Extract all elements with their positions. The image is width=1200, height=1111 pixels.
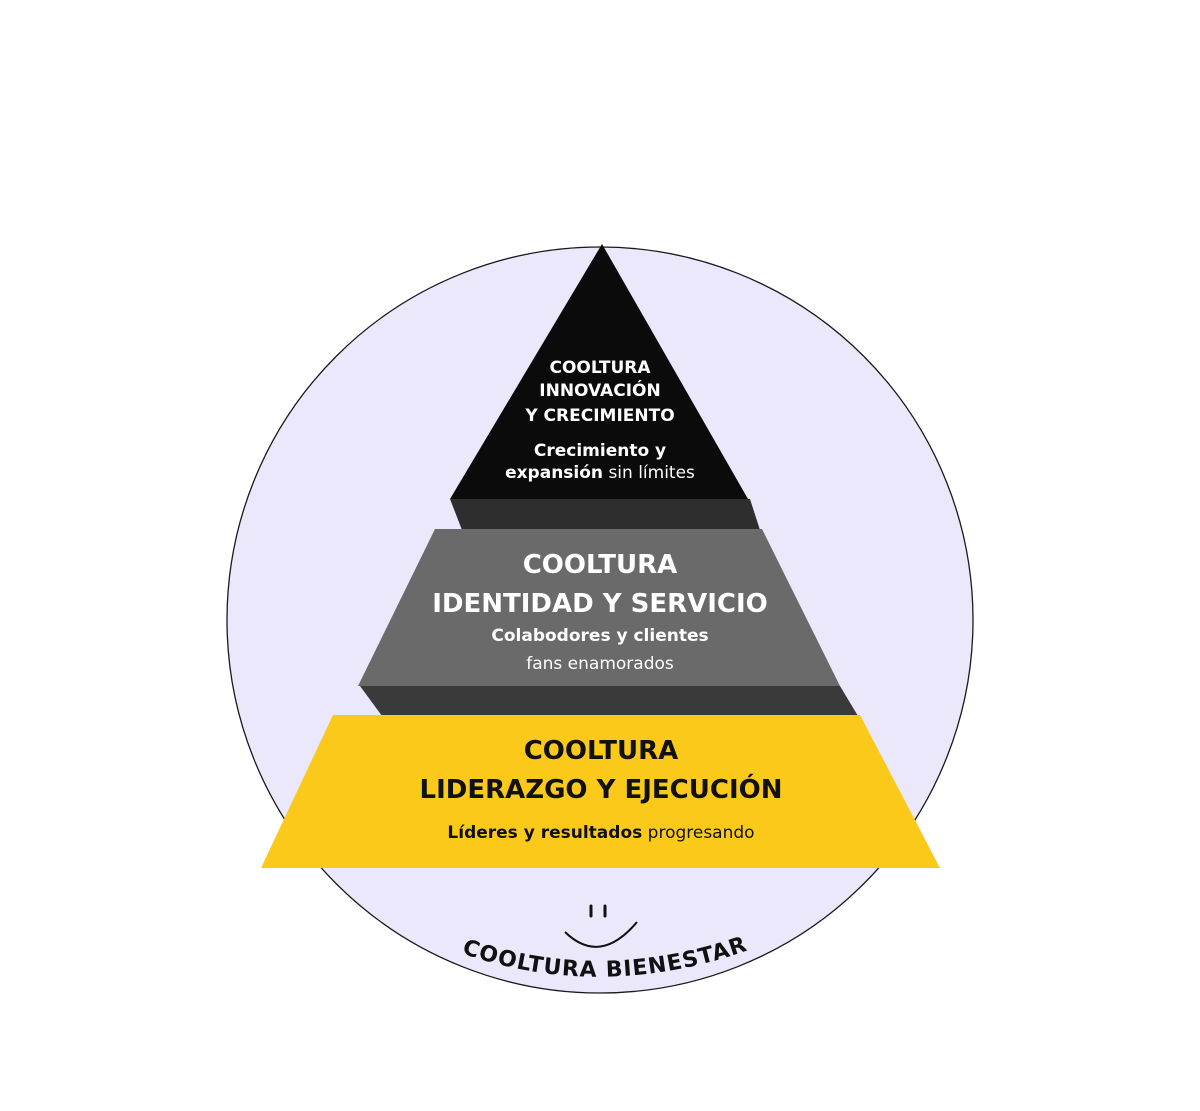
middle-tier-ledge (360, 686, 858, 716)
bottom-tier-subtitle-bold: Líderes y resultados (447, 823, 642, 843)
middle-tier-title-line-1: COOLTURA (523, 550, 678, 580)
bottom-tier-subtitle: Líderes y resultados progresando (447, 823, 754, 843)
bottom-tier-subtitle-regular: progresando (648, 823, 755, 843)
bottom-tier (261, 715, 940, 868)
top-tier (450, 244, 748, 499)
bottom-tier-title-line-2: LIDERAZGO Y EJECUCIÓN (420, 773, 783, 805)
middle-tier (358, 529, 840, 686)
middle-tier-text: COOLTURA IDENTIDAD Y SERVICIO Colabodore… (432, 550, 768, 674)
bottom-tier-title-line-1: COOLTURA (524, 736, 679, 766)
bottom-tier-text: COOLTURA LIDERAZGO Y EJECUCIÓN Líderes y… (420, 736, 783, 843)
top-tier-subtitle-bold: expansión (505, 463, 603, 483)
top-tier-subtitle-line-1: Crecimiento y (534, 441, 666, 461)
middle-tier-subtitle-line-1: Colabodores y clientes (491, 626, 708, 646)
top-tier-title-line-2: INNOVACIÓN (539, 379, 660, 401)
top-tier-subtitle-regular: sin límites (608, 463, 695, 483)
top-tier-text: COOLTURA INNOVACIÓN Y CRECIMIENTO Crecim… (505, 358, 695, 483)
smiley-face-icon (564, 904, 638, 948)
middle-tier-subtitle-line-2: fans enamorados (526, 654, 674, 674)
middle-tier-title-line-2: IDENTIDAD Y SERVICIO (432, 589, 768, 619)
top-tier-ledge (450, 499, 760, 530)
top-tier-title-line-1: COOLTURA (549, 358, 651, 378)
top-tier-title-line-3: Y CRECIMIENTO (524, 406, 674, 426)
top-tier-subtitle-line-2: expansión sin límites (505, 463, 695, 483)
